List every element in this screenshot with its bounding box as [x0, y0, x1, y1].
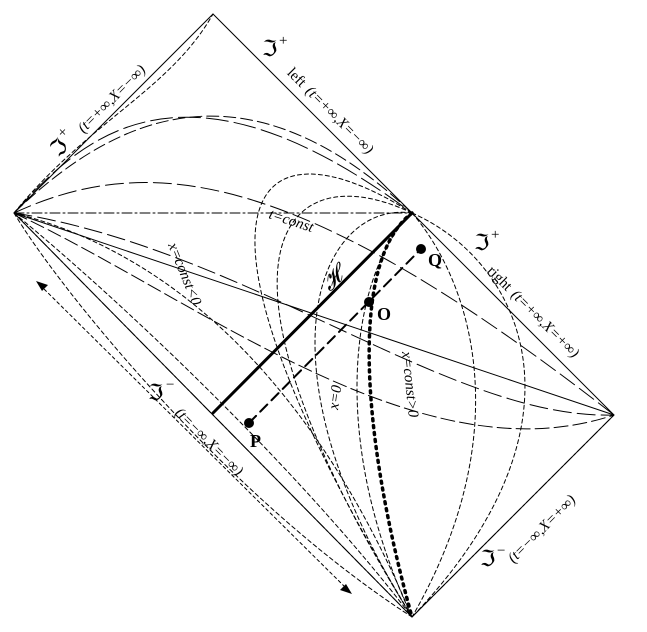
- t-const-curve-upper: [13, 182, 615, 416]
- x-const-curve-10: [13, 212, 413, 618]
- point-p-label: P: [250, 431, 261, 451]
- scri-bottom-right-sup: −: [497, 543, 505, 559]
- t-const-curve-bottom: [13, 212, 615, 430]
- point-q-label: Q: [428, 250, 442, 270]
- scri-right-symbol: ℑ: [474, 230, 489, 255]
- horizon-line: [211, 211, 414, 415]
- arrowhead-left: [36, 281, 48, 291]
- scri-right-sup: +: [491, 227, 499, 243]
- x-const-pos-label: x=const>0: [398, 350, 421, 419]
- x-const-curve-9: [13, 212, 413, 618]
- x-const-curve-8: [13, 212, 413, 618]
- scri-bottom-right-symbol: ℑ: [480, 546, 495, 571]
- scri-right-coords: (t=+∞,X=+∞): [508, 287, 582, 361]
- scri-bottom-right-coords: (t=−∞,X=+∞): [505, 492, 579, 566]
- x-axis-line: [13, 212, 615, 416]
- t-const-label: t=const: [267, 207, 316, 237]
- scri-bottom-left-coords: (t=−∞,X=−∞): [172, 405, 246, 479]
- scri-bottom-left-symbol: ℑ: [148, 380, 163, 405]
- x-const-curve-1: [254, 173, 413, 618]
- scri-top-right-symbol: ℑ: [262, 36, 277, 61]
- scri-top-left-coords: (t=+∞,X=−∞): [75, 62, 149, 136]
- x-const-curve-2: [276, 195, 413, 618]
- curve-top-1: [13, 116, 413, 214]
- x-const-neg-label: x=const<0: [164, 240, 204, 309]
- point-o-dot: [364, 297, 374, 307]
- scri-right-side: right: [484, 263, 516, 295]
- point-q-dot: [416, 244, 426, 254]
- point-p-dot: [244, 418, 254, 428]
- dashdot-line-1: [13, 212, 413, 618]
- dashdot-line-3: [411, 414, 615, 618]
- observer-worldline: [367, 211, 414, 619]
- arrow-line-left: [39, 284, 349, 591]
- p-q-line: [248, 248, 422, 424]
- scri-top-right-side: left: [284, 65, 310, 91]
- point-o-label: O: [377, 304, 391, 324]
- scri-bottom-left-sup: −: [166, 377, 174, 393]
- curve-top-2: [13, 115, 413, 214]
- x-zero-label: x=0: [326, 384, 345, 412]
- x-const-curve-6: [411, 212, 526, 618]
- scri-top-right-coords: (t=+∞,X=−∞): [302, 83, 376, 157]
- x-const-curve-7: [13, 13, 214, 214]
- arrowhead-right: [340, 584, 352, 594]
- scri-top-right-sup: +: [279, 33, 287, 49]
- x-const-curve-5: [411, 212, 476, 618]
- x-const-curve-3: [314, 211, 413, 618]
